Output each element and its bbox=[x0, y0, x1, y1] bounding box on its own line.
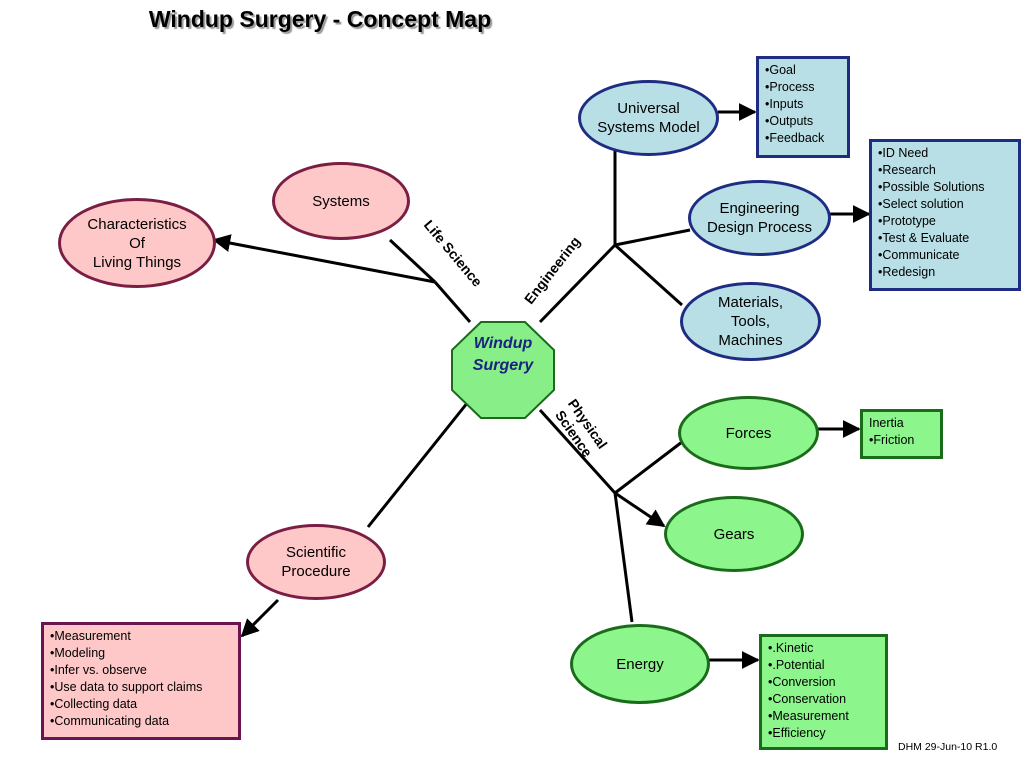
list-item: •.Potential bbox=[768, 658, 825, 672]
footer-version: DHM 29-Jun-10 R1.0 bbox=[898, 741, 998, 753]
node-universal-systems-model: Universal Systems Model bbox=[578, 80, 719, 156]
list-item: •Feedback bbox=[765, 131, 825, 145]
list-item: •Research bbox=[878, 163, 936, 177]
list-item: •Possible Solutions bbox=[878, 180, 985, 194]
list-item: •Outputs bbox=[765, 114, 814, 128]
list-item: •.Kinetic bbox=[768, 641, 814, 655]
list-item: •Communicate bbox=[878, 248, 960, 262]
list-item: •Infer vs. observe bbox=[50, 663, 147, 677]
node-systems: Systems bbox=[272, 162, 410, 240]
list-item: •Measurement bbox=[50, 629, 131, 643]
list-item: •Prototype bbox=[878, 214, 936, 228]
list-universal-systems-model: •Goal •Process •Inputs •Outputs •Feedbac… bbox=[756, 56, 850, 158]
node-engineering-design-process: Engineering Design Process bbox=[688, 180, 831, 256]
list-forces: Inertia •Friction bbox=[860, 409, 943, 459]
node-scientific-procedure: Scientific Procedure bbox=[246, 524, 386, 600]
center-label: Windup Surgery bbox=[472, 335, 534, 374]
arrow-physical-gears bbox=[614, 491, 666, 528]
line-center-engineering bbox=[538, 243, 617, 324]
line-physical-forces bbox=[614, 440, 683, 495]
list-item: •Collecting data bbox=[50, 697, 138, 711]
list-engineering-design-process: •ID Need •Research •Possible Solutions •… bbox=[869, 139, 1021, 291]
arrow-sciproc-list bbox=[240, 598, 280, 638]
list-item: •Process bbox=[765, 80, 815, 94]
list-item: •Goal bbox=[765, 63, 796, 77]
list-item: •Modeling bbox=[50, 646, 106, 660]
node-forces: Forces bbox=[678, 396, 819, 470]
list-item: •Use data to support claims bbox=[50, 680, 203, 694]
list-item: •Efficiency bbox=[768, 726, 826, 740]
list-item: •ID Need bbox=[878, 146, 929, 160]
list-item: •Conversion bbox=[768, 675, 836, 689]
list-item: •Communicating data bbox=[50, 714, 170, 728]
list-item: •Select solution bbox=[878, 197, 964, 211]
list-item: •Friction bbox=[869, 433, 915, 447]
center-octagon bbox=[451, 321, 555, 419]
line-engineering-edp bbox=[614, 228, 691, 247]
list-energy: •.Kinetic •.Potential •Conversion •Conse… bbox=[759, 634, 888, 750]
node-materials-tools-machines: Materials, Tools, Machines bbox=[680, 282, 821, 361]
line-engineering-materials bbox=[613, 243, 684, 307]
list-item: •Redesign bbox=[878, 265, 936, 279]
line-lifescience-systems bbox=[388, 238, 437, 284]
arrow-to-characteristics bbox=[212, 234, 436, 284]
line-center-sciproc bbox=[366, 401, 470, 528]
line-center-lifescience bbox=[433, 281, 472, 323]
node-characteristics: Characteristics Of Living Things bbox=[58, 198, 216, 288]
node-energy: Energy bbox=[570, 624, 710, 704]
list-item: •Inputs bbox=[765, 97, 804, 111]
list-item: •Test & Evaluate bbox=[878, 231, 970, 245]
list-item: •Measurement bbox=[768, 709, 849, 723]
line-physical-energy bbox=[613, 492, 634, 623]
list-scientific-procedure: •Measurement •Modeling •Infer vs. observ… bbox=[41, 622, 241, 740]
line-center-physical bbox=[538, 408, 617, 495]
list-item: •Conservation bbox=[768, 692, 847, 706]
node-gears: Gears bbox=[664, 496, 804, 572]
list-item: Inertia bbox=[869, 416, 904, 430]
page-title: Windup Surgery - Concept Map bbox=[148, 6, 492, 32]
